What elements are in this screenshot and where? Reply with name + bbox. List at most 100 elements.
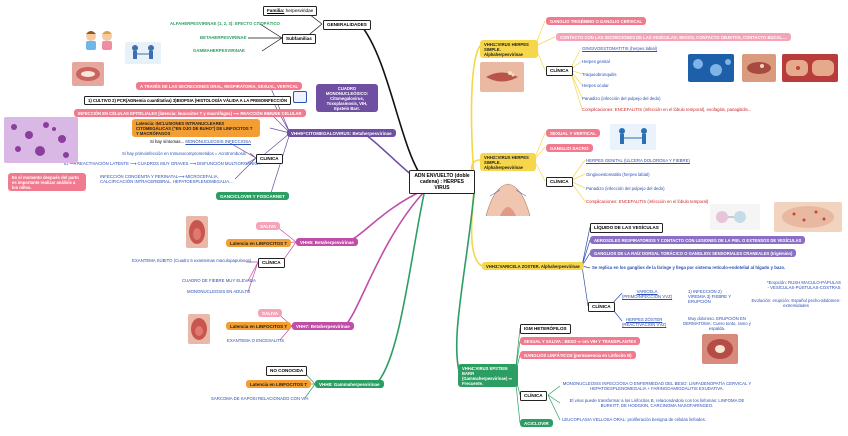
vhh6-node[interactable]: VHH6: Betaherpesvirinae [296,238,358,247]
lip-lesion-image [742,54,776,82]
vhh2-clinica-1: HERPES GENITAL (ÚLCERA DOLOROSA Y FIEBRE… [586,158,690,163]
vhh6-latencia[interactable]: Latencia en LINFOCITOS T [226,239,292,248]
vhh3-evolucion: Evolución: erupción: Español pecho-abdom… [751,298,841,309]
vhh6-saliva[interactable]: SALIVA [256,222,281,231]
vhh1-ganglio[interactable]: GANGLIO TRIGÉMINO O GANGLIO CERVICAL [546,17,647,26]
vhh5-latencia[interactable]: Latencia: INCLUSIONES INTRANUCLEARES CIT… [132,119,260,138]
vhh4-clinica[interactable]: CLÍNICA [520,391,547,401]
vhh4-clinica-3: LEUCOPLASIA VELLOSA ORAL: proliferación … [562,417,707,422]
vhh3-raiz[interactable]: GANGLIOS DE LA RAÍZ DORSAL TORÁCICO O GA… [590,249,797,258]
vhh6-clinica-2: CUADRO DE FIEBRE MUY ELEVADA [182,278,256,283]
lips-herpes-image [480,62,524,92]
vhh5-clinica-1: Si hay síntomas... MONONUCLEOSIS INFECCI… [150,139,251,144]
vhh1-node[interactable]: VHH1=VIRUS HERPES SIMPLE. Alphaherpesvir… [480,40,538,59]
vhh5-clinica-3: ID ⟶ REACTIVACIÓN LATENTE ⟶ CUADROS MUY … [64,161,261,166]
vhh8-conocida[interactable]: NO CONOCIDA [266,366,308,376]
vhh3-clinica[interactable]: CLÍNICA [588,302,615,312]
vhh5-diagnostico[interactable]: 1) CULTIVO 2) PCR(ADNemia cuantitativa) … [84,96,291,106]
vhh7-clinica-1: EXANTEMA O ENCESALITIS [227,338,285,343]
vhh4-ganglios[interactable]: GANGLIOS LINFÁTICOS (permanencia en Linf… [520,351,636,360]
varicela-label: VARICELA [636,289,658,294]
zoster-sub: (REACTIVACIÓN VVZ) [622,322,667,328]
transmission-diagram-image [610,124,656,150]
vhh6-clinica-1: EXANTEMA SÚBITO (Cuadro 5 exantemas macu… [132,258,252,263]
vhh2-clinica-2: Gingivoestomatitis (herpes labial) [586,172,650,177]
vhh2-clinica-4: Complicaciones: ENCEFALITIS (infección e… [586,199,709,204]
subfamilias-node[interactable]: Subfamilias [282,34,316,44]
vhh5-tratamiento[interactable]: GANCICLOVIR Y FOSCARNET [216,192,289,201]
anatomy-image [480,176,536,220]
familia-label: Familia: [267,8,285,14]
vhh2-clinica-3: Panadizo (infección del pulpejo del dedo… [586,186,665,191]
tongue-image-2 [188,314,210,344]
oral-ulcer-image [702,334,738,364]
vhh3-liquido[interactable]: LÍQUIDO DE LAS VESÍCULAS [590,223,663,233]
vhh1-clinica[interactable]: CLÍNICA [546,66,573,76]
vhh5-infeccion[interactable]: INFECCIÓN EN CÉLULAS EPITELIALES (latenc… [74,109,306,118]
vhh8-clinica-1: SARCOMA DE KAPOSI RELACIONADO CON VIH [211,396,309,401]
cytology-image [4,117,78,163]
vhh2-ganglio[interactable]: GANGLIO SACRO [546,144,593,153]
vhh4-igm[interactable]: IGM HETERÓFILOS [520,324,571,334]
cell-diagram-image [710,204,760,230]
vhh3-zoster-desc: Muy doloroso. ERUPCIÓN EN DERMATOMA: Cue… [683,316,751,332]
vhh3-erupcion: *Erupción: RUSH MACULO-PÁPULAS - VESÍCUL… [766,280,842,291]
vhh4-clinica-2: El virus puede transformar a los Linfoci… [569,398,745,409]
varicela-child-image [774,202,842,232]
virus-particles-image [688,54,734,82]
vhh5-clinica-2: Si hay primoinfección en Inmunocompromet… [122,151,246,156]
beta-subfamily: BETAHERPESVIRINAE [200,35,247,40]
vhh8-latencia[interactable]: Latencia en LINFOCITOS T [246,380,312,389]
vhh5-clinica[interactable]: CLINICA [256,154,283,164]
vhh1-clinica-3: Traqueobronquitis [582,72,617,77]
vhh6-clinica[interactable]: CLÍNICA [258,258,285,268]
virus-diagram-image [125,42,161,64]
varicela-sub: (PRIMOINFECCIÓN VVZ) [622,294,673,300]
vhh3-node[interactable]: VHH3=VARICELA ZOSTER. Alphaherpesvirinae [482,262,584,271]
vhh8-node[interactable]: VHH8: Gammaherpesvirinae [315,380,384,389]
vhh7-node[interactable]: VHH7: Betaherpesvirinae [292,322,354,331]
c1b: MONONUCLEOSIS INFECCIOSA [185,139,252,144]
vhh7-saliva[interactable]: SALIVA [258,309,283,318]
vhh4-node[interactable]: VHH4=VIRUS EPSTEIN BARR (Gammaherpesviri… [458,364,518,388]
vhh3-zoster: HERPES ZÓSTER(REACTIVACIÓN VVZ) [622,317,666,327]
vhh3-replica: Se replica en los ganglios de la faringe… [592,265,786,270]
vhh5-clinica-4: INFECCIÓN CONGÉNITA Y PERINATAL⟶ MICROCE… [100,174,233,185]
vhh7-latencia[interactable]: Latencia en LINFOCITOS T [226,322,292,331]
gamma-subfamily: GAMMAHERPESVIRINAE [193,48,245,53]
vhh1-contacto[interactable]: CONTACTO CON LAS SECRECIONES DE LAS VESÍ… [556,33,791,42]
cuadro-mononucleosico[interactable]: CUADRO MONONUCLEÓSICO: Citomegalovirus, … [316,84,378,113]
c1a: Si hay síntomas... [150,139,186,144]
vhh5-node[interactable]: VHH5=CITOMEGALOVIRUS: Betaherpesvirinae [287,129,396,138]
vhh1-clinica-6: Complicaciones: ENCEFALITIS (infección e… [582,107,752,112]
vhh3-aerosoles[interactable]: AEROSOLES RESPIRATORIOS Y CONTACTO CON L… [590,236,806,245]
vhh3-varicela: VARICELA(PRIMOINFECCIÓN VVZ) [622,289,672,299]
vhh3-varicela-phases: 1) INFECCIÓN 2) VIREMIA 3) FIEBRE Y ERUP… [688,289,732,305]
vhh2-clinica[interactable]: CLÍNICA [546,177,573,187]
alfa-subfamily: ALFAHERPESVIRINAE (1, 2, 3): EFECTO CITO… [170,21,280,26]
vhh5-note[interactable]: Es el momento después del parto es impor… [8,173,86,192]
vhh5-icon [293,91,307,103]
generalidades-node[interactable]: GENERALIDADES [323,20,371,30]
vhh4-tratamiento[interactable]: ACICLOVIR [520,419,553,428]
tongue-image-1 [186,216,208,248]
oral-lesion-image [72,62,104,86]
center-node[interactable]: ADN ENVUELTO (doble cadena) : HERPES VIR… [409,170,475,194]
vhh1-clinica-2: Herpes genital [582,59,610,64]
center-title: ADN ENVUELTO (doble cadena) : HERPES VIR… [414,173,470,191]
vhh4-sexual[interactable]: SEXUAL Y SALIVA : BESO ⇒ oro VIH Y TRANS… [520,337,641,346]
vhh6-clinica-3: MONONUCLEOSIS EN ADULTO [187,289,251,294]
hands-lesion-image [782,54,838,82]
vhh1-clinica-1: GINGIVOESTOMATITIS (herpes labial) [582,46,658,51]
kids-illustration-image [80,28,120,52]
familia-node[interactable]: Familia: herpesviridae [263,6,318,16]
vhh1-clinica-4: Herpes ocular [582,83,609,88]
zoster-label: HERPES ZÓSTER [626,317,663,322]
familia-value: herpesviridae [284,8,314,14]
vhh5-transmision[interactable]: A TRAVÉS DE LAS SECRECIONES ORAL, RESPIR… [136,82,303,91]
vhh2-node[interactable]: VHH2=VIRUS HERPES SIMPLE. Alphaherpesvir… [480,153,536,172]
vhh2-sexual[interactable]: SEXUAL Y VERTICAL [546,129,601,138]
vhh4-clinica-1: MONONUCLEOSIS INFECCIOSA O ENFERMEDAD DE… [562,381,752,392]
vhh1-clinica-5: Panadizo (infección del pulpejo del dedo… [582,96,661,101]
